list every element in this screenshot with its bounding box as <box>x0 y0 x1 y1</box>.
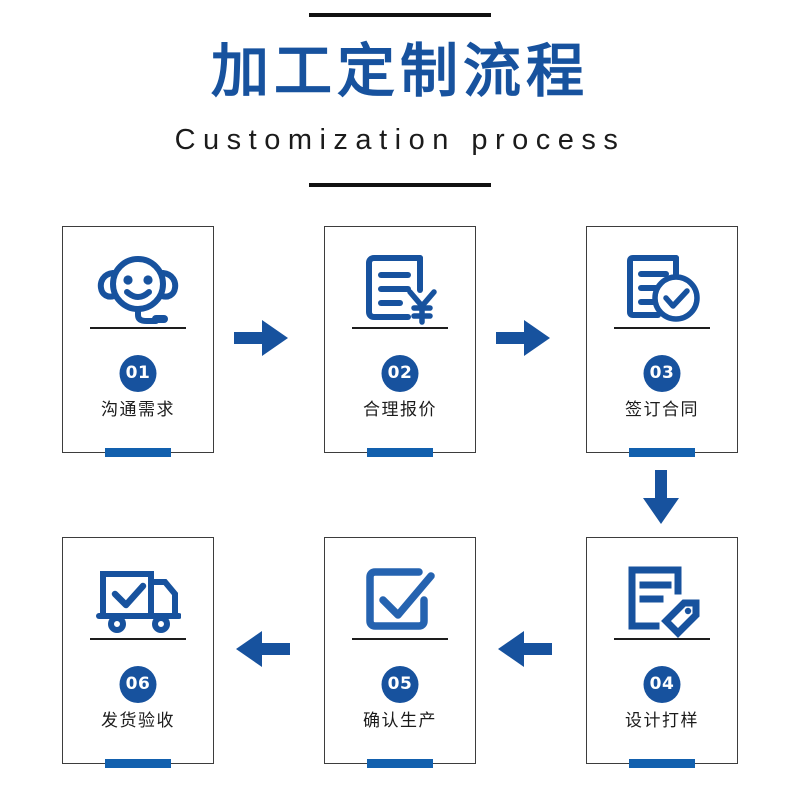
page-header: 加工定制流程 Customization process <box>0 0 800 200</box>
card-accent-bar <box>105 759 171 768</box>
arrow-step1-to-step2-icon <box>234 318 290 358</box>
step-card-03[interactable]: 03 签订合同 <box>586 226 738 457</box>
contract-check-document-icon <box>587 245 737 333</box>
card-divider <box>614 327 710 329</box>
step-card-04[interactable]: 04 设计打样 <box>586 537 738 768</box>
card-accent-bar <box>105 448 171 457</box>
step-label: 确认生产 <box>363 711 437 731</box>
step-label: 沟通需求 <box>101 400 175 420</box>
page-title: 加工定制流程 <box>210 37 589 105</box>
step-label: 设计打样 <box>625 711 699 731</box>
card-divider <box>614 638 710 640</box>
card-divider <box>90 638 186 640</box>
delivery-truck-check-icon <box>63 556 213 644</box>
card-divider <box>352 638 448 640</box>
page-subtitle: Customization process <box>174 124 626 156</box>
card-divider <box>352 327 448 329</box>
step-card-06[interactable]: 06 发货验收 <box>62 537 214 768</box>
step-card-01[interactable]: 01 沟通需求 <box>62 226 214 457</box>
step-number-badge: 06 <box>119 666 157 703</box>
step-label: 发货验收 <box>101 711 175 731</box>
step-label: 合理报价 <box>363 400 437 420</box>
step-number-badge: 01 <box>119 355 157 392</box>
card-accent-bar <box>629 759 695 768</box>
card-accent-bar <box>367 448 433 457</box>
arrow-step5-to-step6-icon <box>234 629 290 669</box>
headset-support-icon <box>63 245 213 333</box>
quotation-yuan-document-icon <box>325 245 475 333</box>
step-number-badge: 05 <box>381 666 419 703</box>
arrow-step3-to-step4-icon <box>641 470 681 526</box>
card-accent-bar <box>629 448 695 457</box>
card-accent-bar <box>367 759 433 768</box>
checkbox-check-icon <box>325 556 475 644</box>
step-number-badge: 04 <box>643 666 681 703</box>
step-label: 签订合同 <box>625 400 699 420</box>
card-divider <box>90 327 186 329</box>
arrow-step2-to-step3-icon <box>496 318 552 358</box>
decorative-rule-top-icon <box>309 13 491 17</box>
step-number-badge: 03 <box>643 355 681 392</box>
step-card-05[interactable]: 05 确认生产 <box>324 537 476 768</box>
decorative-rule-bottom-icon <box>309 183 491 187</box>
arrow-step4-to-step5-icon <box>496 629 552 669</box>
step-number-badge: 02 <box>381 355 419 392</box>
step-card-02[interactable]: 02 合理报价 <box>324 226 476 457</box>
design-tag-document-icon <box>587 556 737 644</box>
